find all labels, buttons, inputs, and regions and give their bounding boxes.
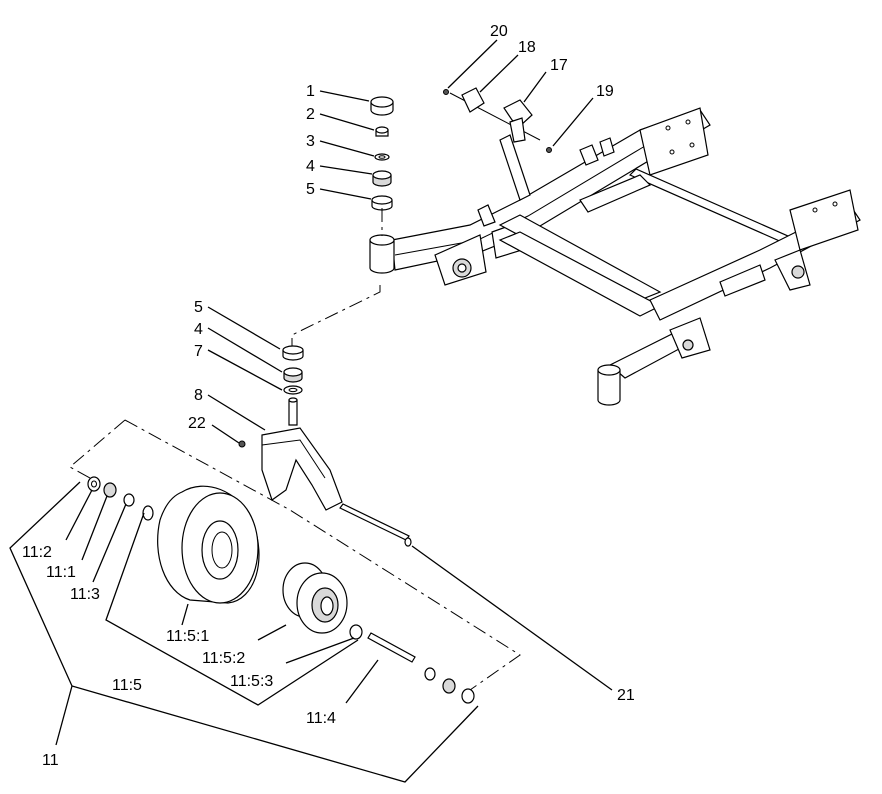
callout-3: 3 bbox=[306, 133, 315, 150]
lower-bearing-stack bbox=[282, 345, 304, 395]
callout-7: 7 bbox=[194, 343, 203, 360]
callout-2: 2 bbox=[306, 106, 315, 123]
spindle-hardware-stack bbox=[370, 96, 394, 236]
callout-11-1: 11:1 bbox=[46, 564, 76, 581]
callout-5-upper: 5 bbox=[306, 181, 315, 198]
callout-22: 22 bbox=[188, 415, 206, 432]
mower-frame bbox=[369, 107, 861, 406]
caster-wheel bbox=[87, 476, 475, 704]
axle-bolt bbox=[339, 503, 412, 547]
callout-11-5-1: 11:5:1 bbox=[166, 628, 209, 645]
callout-17: 17 bbox=[550, 57, 568, 74]
axis-line bbox=[291, 285, 381, 350]
sensor-bracket-parts bbox=[443, 87, 552, 153]
callout-11: 11 bbox=[42, 752, 59, 769]
callout-11-5-2: 11:5:2 bbox=[202, 650, 245, 667]
callout-4-upper: 4 bbox=[306, 158, 315, 175]
callout-11-5: 11:5 bbox=[112, 677, 142, 694]
callout-11-5-3: 11:5:3 bbox=[230, 673, 273, 690]
callout-4-lower: 4 bbox=[194, 321, 203, 338]
align-line-right bbox=[124, 419, 521, 691]
align-line-left bbox=[69, 419, 126, 479]
callout-1: 1 bbox=[306, 83, 315, 100]
callout-labels: 1 2 3 4 5 5 4 7 8 22 20 18 17 19 21 11:2… bbox=[22, 23, 635, 769]
leader-lines bbox=[9, 39, 613, 783]
callout-5-lower: 5 bbox=[194, 299, 203, 316]
callout-11-4: 11:4 bbox=[306, 710, 336, 727]
callout-11-3: 11:3 bbox=[70, 586, 100, 603]
callout-19: 19 bbox=[596, 83, 614, 100]
callout-21: 21 bbox=[617, 687, 635, 704]
caster-fork bbox=[238, 397, 343, 511]
callout-11-2: 11:2 bbox=[22, 544, 52, 561]
callout-8: 8 bbox=[194, 387, 203, 404]
callout-20: 20 bbox=[490, 23, 508, 40]
callout-18: 18 bbox=[518, 39, 536, 56]
